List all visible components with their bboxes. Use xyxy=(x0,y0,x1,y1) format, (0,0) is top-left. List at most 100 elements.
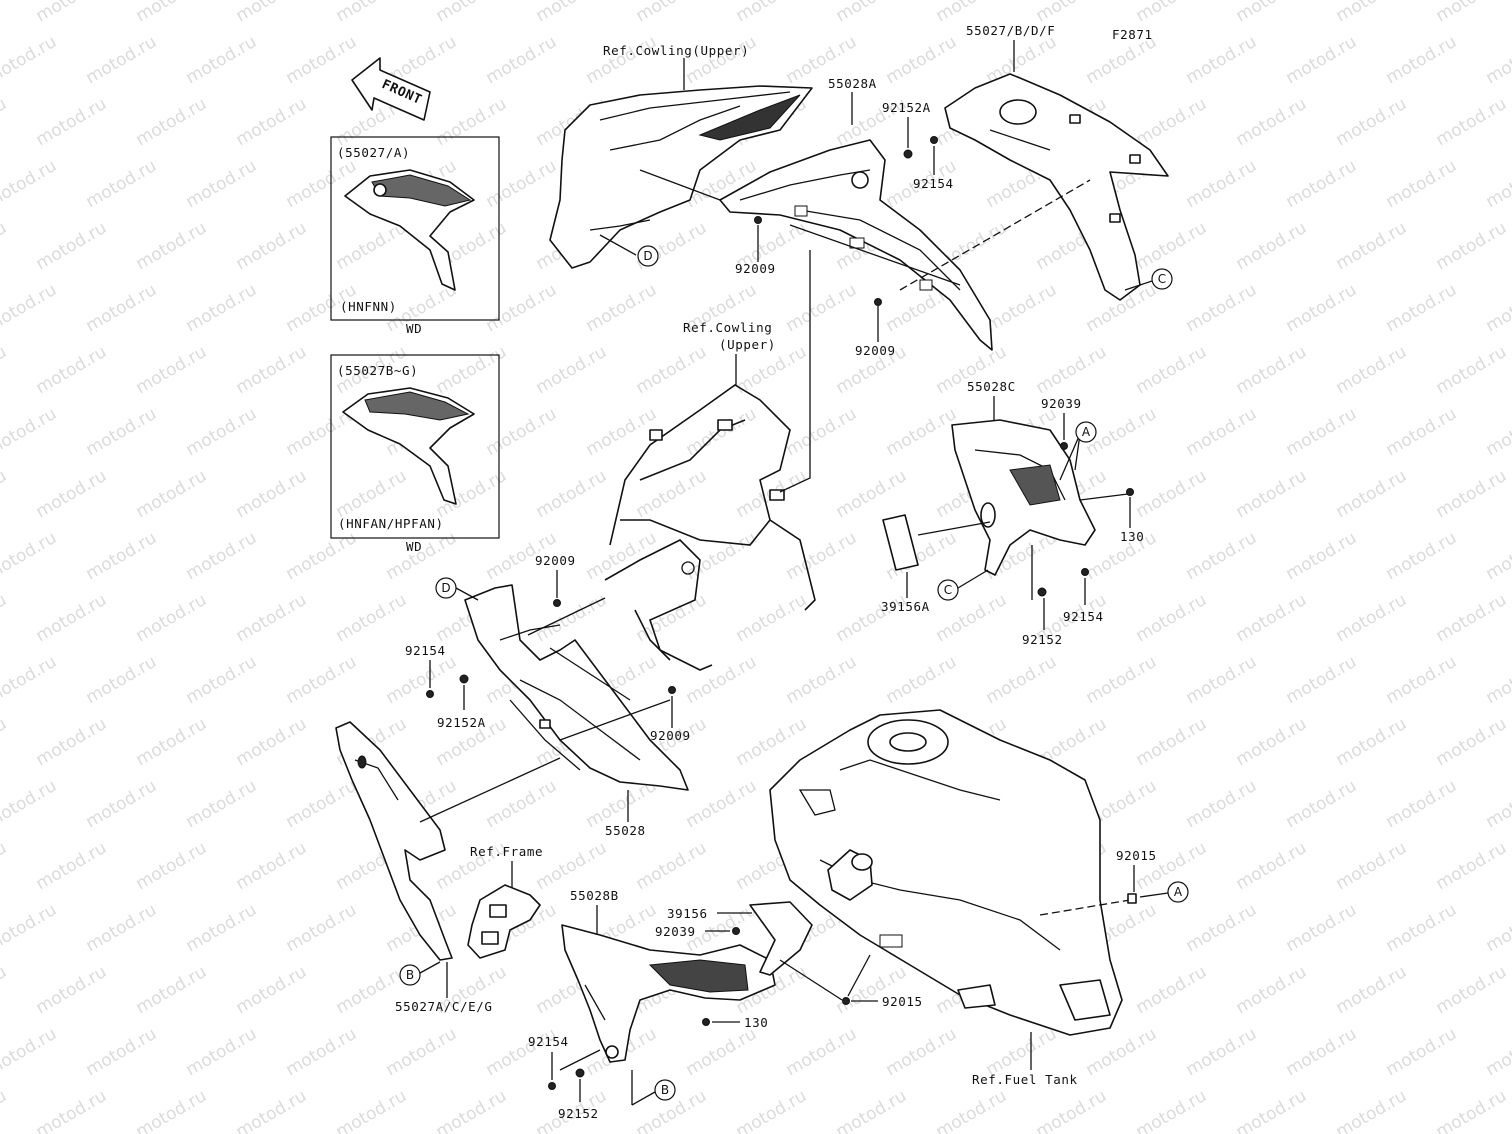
part-92009-b: 92009 xyxy=(855,343,896,358)
callout-b-left: B xyxy=(399,961,441,986)
svg-text:A: A xyxy=(1082,425,1091,439)
watermark-text: motod.ru xyxy=(1433,94,1511,150)
watermark-text: motod.ru xyxy=(883,404,961,460)
watermark-text: motod.ru xyxy=(1433,962,1511,1018)
inset-note: WD xyxy=(406,321,422,336)
part-92039-bot: 92039 xyxy=(655,924,696,939)
watermark-text: motod.ru xyxy=(1233,218,1311,274)
watermark-text: motod.ru xyxy=(733,0,811,26)
fuel-tank xyxy=(769,709,1131,1036)
watermark-text: motod.ru xyxy=(1183,776,1261,832)
part-39156: 39156 xyxy=(667,906,708,921)
watermark-text: motod.ru xyxy=(83,156,161,212)
watermark-text: motod.ru xyxy=(633,0,711,26)
watermark-text: motod.ru xyxy=(1083,652,1161,708)
watermark-text: motod.ru xyxy=(1233,0,1311,26)
watermark-text: motod.ru xyxy=(233,466,311,522)
part-39156a: 39156A xyxy=(881,599,930,614)
watermark-text: motod.ru xyxy=(583,32,661,88)
watermark-text: motod.ru xyxy=(133,590,211,646)
part-55028b: 55028B xyxy=(570,888,619,903)
watermark-text: motod.ru xyxy=(1133,94,1211,150)
watermark-text: motod.ru xyxy=(483,776,561,832)
watermark-text: motod.ru xyxy=(1133,962,1211,1018)
svg-text:B: B xyxy=(661,1083,669,1097)
inset-code: (HNFAN/HPFAN) xyxy=(338,516,444,531)
watermark-text: motod.ru xyxy=(383,1024,461,1080)
part-92154-left: 92154 xyxy=(405,643,446,658)
watermark-text: motod.ru xyxy=(1283,404,1361,460)
watermark-text: motod.ru xyxy=(0,94,10,150)
watermark-text: motod.ru xyxy=(1283,1024,1361,1080)
watermark-text: motod.ru xyxy=(1233,94,1311,150)
svg-text:D: D xyxy=(643,249,652,263)
svg-text:D: D xyxy=(441,581,450,595)
watermark-text: motod.ru xyxy=(283,1024,361,1080)
watermark-text: motod.ru xyxy=(83,776,161,832)
callout-b-bot: B xyxy=(631,1070,676,1106)
watermark-text: motod.ru xyxy=(1383,528,1461,584)
watermark-text: motod.ru xyxy=(33,466,111,522)
watermark-text: motod.ru xyxy=(83,280,161,336)
watermark-text: motod.ru xyxy=(0,156,60,212)
watermark-text: motod.ru xyxy=(1433,342,1511,398)
watermark-text: motod.ru xyxy=(1483,280,1512,336)
watermark-text: motod.ru xyxy=(1483,32,1512,88)
inner-bracket-55028c xyxy=(951,419,1096,576)
watermark-text: motod.ru xyxy=(1133,466,1211,522)
part-92039-top: 92039 xyxy=(1041,396,1082,411)
watermark-text: motod.ru xyxy=(1133,0,1211,26)
watermark-text: motod.ru xyxy=(233,94,311,150)
side-cover-55027aceg xyxy=(335,721,453,961)
watermark-text: motod.ru xyxy=(0,652,60,708)
callout-a-mid: A xyxy=(1059,421,1097,481)
watermark-text: motod.ru xyxy=(1183,280,1261,336)
watermark-text: motod.ru xyxy=(683,652,761,708)
watermark-text: motod.ru xyxy=(1383,776,1461,832)
watermark-text: motod.ru xyxy=(283,32,361,88)
watermark-text: motod.ru xyxy=(1283,652,1361,708)
watermark-text: motod.ru xyxy=(633,466,711,522)
part-92015-a: 92015 xyxy=(1116,848,1157,863)
watermark-text: motod.ru xyxy=(983,652,1061,708)
watermark-text: motod.ru xyxy=(0,590,10,646)
watermark-text: motod.ru xyxy=(1383,900,1461,956)
watermark-text: motod.ru xyxy=(0,404,60,460)
front-arrow: FRONT xyxy=(351,57,431,121)
watermark-text: motod.ru xyxy=(133,466,211,522)
watermark-text: motod.ru xyxy=(133,0,211,26)
watermark-text: motod.ru xyxy=(333,0,411,26)
watermark-text: motod.ru xyxy=(1483,900,1512,956)
svg-text:B: B xyxy=(406,968,414,982)
watermark-text: motod.ru xyxy=(133,714,211,770)
pad-39156a xyxy=(882,514,991,571)
watermark-text: motod.ru xyxy=(1333,962,1411,1018)
watermark-text: motod.ru xyxy=(183,900,261,956)
watermark-text: motod.ru xyxy=(133,1086,211,1134)
watermark-text: motod.ru xyxy=(1483,776,1512,832)
watermark-text: motod.ru xyxy=(283,776,361,832)
watermark-text: motod.ru xyxy=(583,404,661,460)
watermark-text: motod.ru xyxy=(0,1086,10,1134)
side-cover-55027bdf xyxy=(944,73,1169,301)
watermark-text: motod.ru xyxy=(633,590,711,646)
watermark-text: motod.ru xyxy=(83,1024,161,1080)
watermark-text: motod.ru xyxy=(1133,1086,1211,1134)
watermark-text: motod.ru xyxy=(33,590,111,646)
watermark-text: motod.ru xyxy=(633,342,711,398)
part-92152a-left: 92152A xyxy=(437,715,486,730)
part-92152-bot: 92152 xyxy=(558,1106,599,1121)
watermark-text: motod.ru xyxy=(283,528,361,584)
watermark-text: motod.ru xyxy=(1233,714,1311,770)
watermark-text: motod.ru xyxy=(183,404,261,460)
watermark-text: motod.ru xyxy=(1333,714,1411,770)
watermark-text: motod.ru xyxy=(1433,218,1511,274)
inner-panel-55028a xyxy=(719,139,993,351)
watermark-text: motod.ru xyxy=(783,652,861,708)
watermark-text: motod.ru xyxy=(783,404,861,460)
callout-d-top: D xyxy=(599,234,659,267)
watermark-text: motod.ru xyxy=(0,714,10,770)
watermark-text: motod.ru xyxy=(1333,838,1411,894)
part-92154-bot: 92154 xyxy=(528,1034,569,1049)
watermark-text: motod.ru xyxy=(183,32,261,88)
